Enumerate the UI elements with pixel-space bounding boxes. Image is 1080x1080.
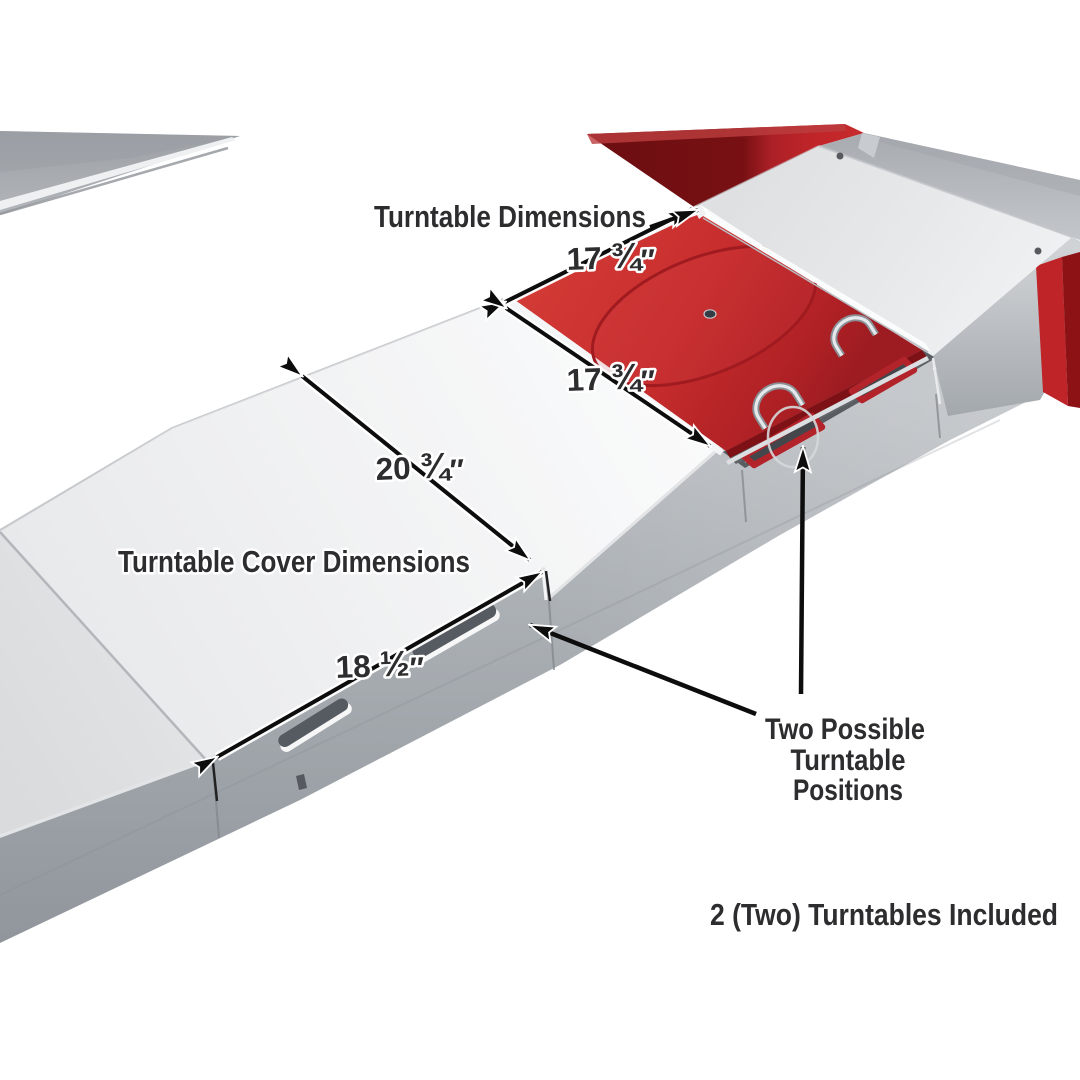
svg-text:20¾″: 20¾″ <box>375 444 465 490</box>
svg-text:Turntable: Turntable <box>791 744 906 777</box>
svg-text:Turntable Dimensions: Turntable Dimensions <box>374 200 646 234</box>
svg-text:Two Possible: Two Possible <box>765 713 925 746</box>
svg-text:Positions: Positions <box>793 774 903 807</box>
svg-text:2 (Two) Turntables Included: 2 (Two) Turntables Included <box>710 897 1058 932</box>
svg-text:Turntable Cover Dimensions: Turntable Cover Dimensions <box>118 545 470 579</box>
